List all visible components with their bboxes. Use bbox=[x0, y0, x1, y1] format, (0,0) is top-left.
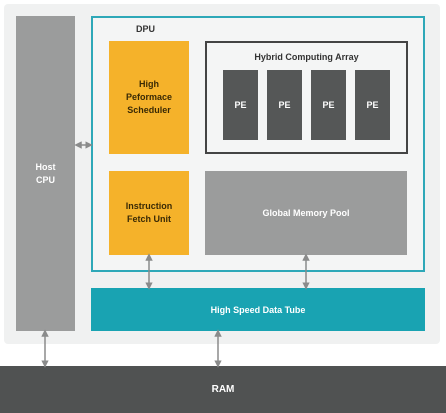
pe-label: PE bbox=[366, 100, 379, 110]
fetch-unit-block: Instruction Fetch Unit bbox=[109, 171, 189, 255]
pe-label: PE bbox=[278, 100, 291, 110]
data-tube-label: High Speed Data Tube bbox=[210, 304, 306, 315]
pe-block: PE bbox=[223, 70, 258, 140]
host-cpu-block: Host CPU bbox=[16, 16, 75, 331]
pe-label: PE bbox=[234, 100, 247, 110]
fetch-unit-label: Instruction Fetch Unit bbox=[125, 201, 173, 224]
data-tube-block: High Speed Data Tube bbox=[91, 288, 425, 331]
pe-block: PE bbox=[267, 70, 302, 140]
scheduler-label: High Peformace Scheduler bbox=[125, 79, 173, 115]
ram-block: RAM bbox=[0, 366, 446, 413]
pe-block: PE bbox=[311, 70, 346, 140]
computing-array-label: Hybrid Computing Array bbox=[254, 52, 359, 62]
pe-label: PE bbox=[322, 100, 335, 110]
host-cpu-label: Host CPU bbox=[35, 161, 56, 185]
pe-block: PE bbox=[355, 70, 390, 140]
scheduler-block: High Peformace Scheduler bbox=[109, 41, 189, 154]
dpu-label: DPU bbox=[136, 24, 156, 34]
memory-pool-block: Global Memory Pool bbox=[205, 171, 407, 255]
memory-pool-label: Global Memory Pool bbox=[262, 208, 350, 218]
ram-label: RAM bbox=[211, 384, 235, 395]
